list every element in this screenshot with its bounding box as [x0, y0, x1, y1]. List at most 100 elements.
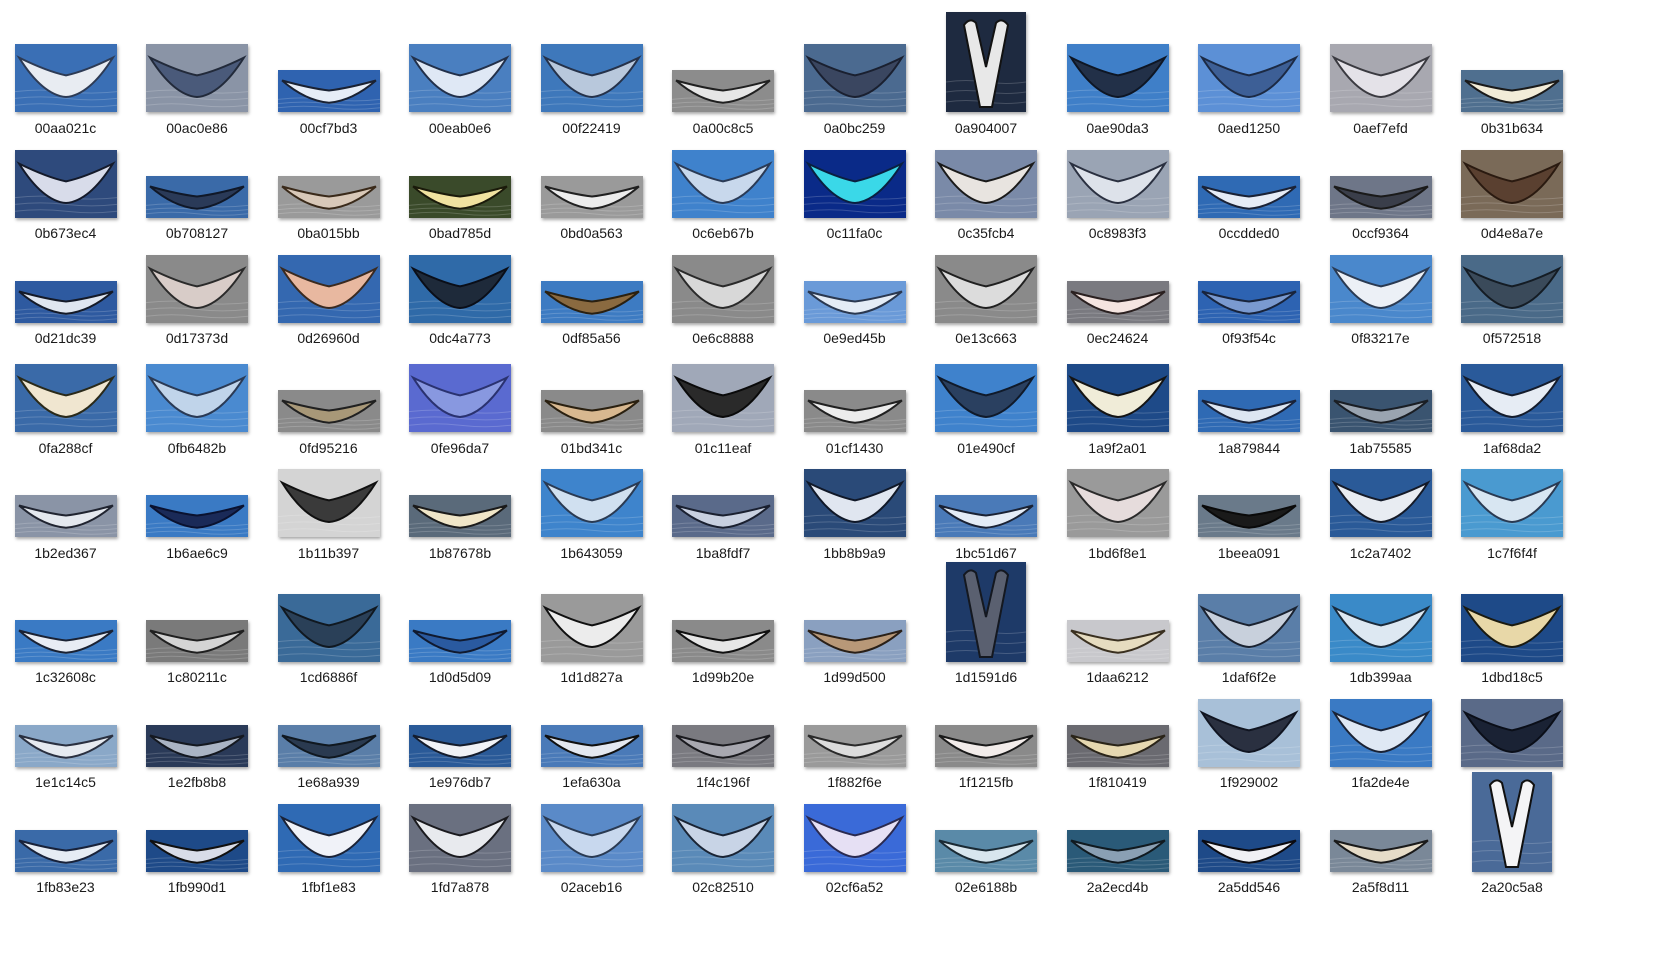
file-name-label[interactable]: 0ae90da3 [1086, 120, 1149, 136]
file-name-label[interactable]: 2a5dd546 [1217, 879, 1281, 895]
file-name-label[interactable]: 1fd7a878 [430, 879, 490, 895]
whale-fluke-thumbnail[interactable] [540, 594, 643, 662]
file-name-label[interactable]: 0a0bc259 [823, 120, 886, 136]
file-name-label[interactable]: 0d4e8a7e [1480, 225, 1544, 241]
file-name-label[interactable]: 1e2fb8b8 [167, 774, 227, 790]
file-name-label[interactable]: 0a904007 [954, 120, 1018, 136]
whale-fluke-thumbnail[interactable] [14, 725, 117, 767]
whale-fluke-thumbnail[interactable] [540, 469, 643, 537]
file-name-label[interactable]: 0e9ed45b [823, 330, 886, 346]
whale-fluke-thumbnail[interactable] [1461, 364, 1563, 432]
file-name-label[interactable]: 01cf1430 [825, 440, 884, 456]
file-name-label[interactable]: 02cf6a52 [825, 879, 884, 895]
whale-fluke-thumbnail[interactable] [409, 495, 511, 537]
whale-fluke-thumbnail[interactable] [803, 620, 906, 662]
whale-fluke-thumbnail[interactable] [146, 725, 248, 767]
file-name-label[interactable]: 1bb8b9a9 [823, 545, 886, 561]
file-name-label[interactable]: 1c7f6f4f [1487, 545, 1537, 561]
file-name-label[interactable]: 1daf6f2e [1221, 669, 1277, 685]
whale-fluke-thumbnail[interactable] [1066, 830, 1169, 872]
file-name-label[interactable]: 0c35fcb4 [957, 225, 1015, 241]
file-name-label[interactable]: 0f572518 [1482, 330, 1542, 346]
file-name-label[interactable]: 0c6eb67b [692, 225, 754, 241]
whale-fluke-thumbnail[interactable] [409, 804, 511, 872]
whale-fluke-thumbnail[interactable] [803, 281, 906, 323]
file-name-label[interactable]: 0df85a56 [562, 330, 621, 346]
file-name-label[interactable]: 00eab0e6 [428, 120, 492, 136]
whale-fluke-thumbnail[interactable] [14, 150, 117, 218]
file-name-label[interactable]: 0f93f54c [1222, 330, 1276, 346]
whale-fluke-thumbnail[interactable] [1198, 594, 1300, 662]
file-name-label[interactable]: 0ccf9364 [1352, 225, 1409, 241]
whale-fluke-thumbnail[interactable] [1066, 281, 1169, 323]
whale-fluke-thumbnail[interactable] [409, 620, 511, 662]
file-name-label[interactable]: 2a2ecd4b [1086, 879, 1149, 895]
file-name-label[interactable]: 1cd6886f [299, 669, 358, 685]
file-name-label[interactable]: 0aed1250 [1217, 120, 1281, 136]
file-name-label[interactable]: 1af68da2 [1482, 440, 1542, 456]
whale-fluke-thumbnail[interactable] [672, 364, 774, 432]
whale-fluke-thumbnail[interactable] [803, 150, 906, 218]
file-name-label[interactable]: 1db399aa [1349, 669, 1412, 685]
file-name-label[interactable]: 1f810419 [1088, 774, 1147, 790]
whale-fluke-thumbnail[interactable] [1461, 150, 1563, 218]
file-name-label[interactable]: 0fa288cf [38, 440, 93, 456]
whale-fluke-thumbnail[interactable] [14, 281, 117, 323]
file-name-label[interactable]: 1f4c196f [696, 774, 750, 790]
file-name-label[interactable]: 1b2ed367 [34, 545, 97, 561]
whale-fluke-thumbnail[interactable] [277, 390, 380, 432]
whale-fluke-thumbnail[interactable] [409, 255, 511, 323]
file-name-label[interactable]: 1b6ae6c9 [166, 545, 228, 561]
whale-fluke-thumbnail[interactable] [14, 830, 117, 872]
whale-fluke-thumbnail[interactable] [277, 594, 380, 662]
file-name-label[interactable]: 0c8983f3 [1088, 225, 1147, 241]
whale-fluke-thumbnail[interactable] [935, 830, 1037, 872]
whale-fluke-thumbnail[interactable] [935, 255, 1037, 323]
whale-fluke-thumbnail[interactable] [1461, 255, 1563, 323]
file-name-label[interactable]: 0d21dc39 [34, 330, 97, 346]
file-name-label[interactable]: 1ab75585 [1349, 440, 1412, 456]
whale-fluke-thumbnail[interactable] [277, 176, 380, 218]
whale-fluke-thumbnail[interactable] [1329, 469, 1432, 537]
whale-fluke-thumbnail[interactable] [935, 364, 1037, 432]
file-name-label[interactable]: 2a5f8d11 [1351, 879, 1410, 895]
whale-fluke-thumbnail[interactable] [146, 176, 248, 218]
whale-fluke-thumbnail[interactable] [935, 495, 1037, 537]
file-name-label[interactable]: 02e6188b [954, 879, 1018, 895]
whale-fluke-thumbnail[interactable] [946, 12, 1026, 112]
file-name-label[interactable]: 1d0d5d09 [428, 669, 492, 685]
whale-fluke-thumbnail[interactable] [672, 804, 774, 872]
file-name-label[interactable]: 1f1215fb [958, 774, 1014, 790]
whale-fluke-thumbnail[interactable] [672, 725, 774, 767]
file-name-label[interactable]: 0b708127 [165, 225, 229, 241]
file-name-label[interactable]: 0d17373d [165, 330, 229, 346]
file-name-label[interactable]: 1d99b20e [691, 669, 755, 685]
whale-fluke-thumbnail[interactable] [146, 495, 248, 537]
file-name-label[interactable]: 1f929002 [1219, 774, 1279, 790]
file-name-label[interactable]: 01e490cf [957, 440, 1015, 456]
file-name-label[interactable]: 1f882f6e [827, 774, 882, 790]
file-name-label[interactable]: 01c11eaf [694, 440, 752, 456]
file-name-label[interactable]: 02c82510 [692, 879, 754, 895]
whale-fluke-thumbnail[interactable] [277, 804, 380, 872]
file-name-label[interactable]: 1e976db7 [428, 774, 492, 790]
whale-fluke-thumbnail[interactable] [1472, 772, 1552, 872]
whale-fluke-thumbnail[interactable] [1198, 176, 1300, 218]
file-name-label[interactable]: 1fa2de4e [1351, 774, 1410, 790]
file-name-label[interactable]: 1c2a7402 [1349, 545, 1412, 561]
file-name-label[interactable]: 1c32608c [35, 669, 96, 685]
file-name-label[interactable]: 0fd95216 [299, 440, 358, 456]
whale-fluke-thumbnail[interactable] [14, 495, 117, 537]
whale-fluke-thumbnail[interactable] [277, 725, 380, 767]
file-name-label[interactable]: 0ba015bb [297, 225, 360, 241]
file-name-label[interactable]: 1b643059 [560, 545, 623, 561]
whale-fluke-thumbnail[interactable] [146, 255, 248, 323]
file-name-label[interactable]: 00ac0e86 [166, 120, 228, 136]
file-name-label[interactable]: 1d1d827a [560, 669, 623, 685]
file-name-label[interactable]: 0f83217e [1351, 330, 1410, 346]
whale-fluke-thumbnail[interactable] [946, 562, 1026, 662]
file-name-label[interactable]: 1dbd18c5 [1481, 669, 1543, 685]
whale-fluke-thumbnail[interactable] [146, 364, 248, 432]
whale-fluke-thumbnail[interactable] [146, 830, 248, 872]
file-name-label[interactable]: 0bd0a563 [560, 225, 623, 241]
